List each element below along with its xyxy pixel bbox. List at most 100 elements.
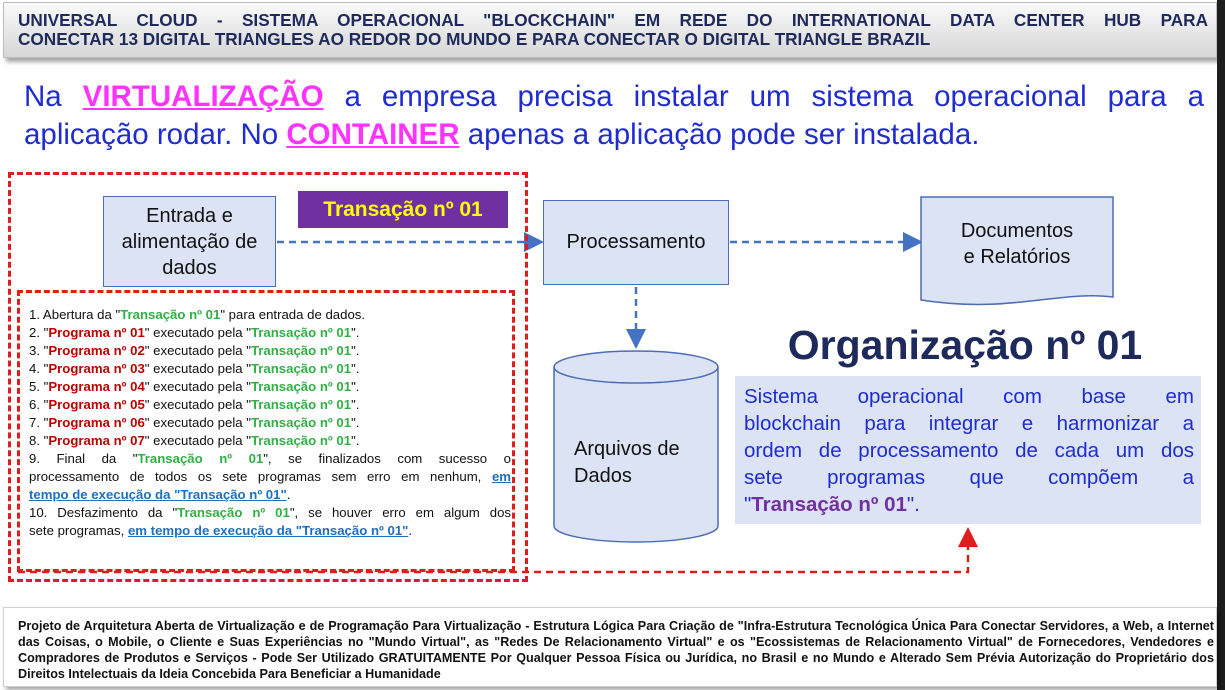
step-1: 1. Abertura da "Transação nº 01" para en… xyxy=(29,306,511,324)
step-text: " executado pela " xyxy=(144,361,251,376)
step-9-line-3: tempo de execução da "Transação nº 01". xyxy=(29,487,291,502)
steps-list: 1. Abertura da "Transação nº 01" para en… xyxy=(29,306,511,540)
transaction-ref: Transação nº 01 xyxy=(250,433,352,448)
intro-paragraph: Na VIRTUALIZAÇÃO a empresa precisa insta… xyxy=(24,78,1204,154)
documents-shape xyxy=(920,196,1114,306)
container-boundary xyxy=(8,172,528,582)
program-ref: Programa nº 04 xyxy=(48,379,145,394)
red-connector-line xyxy=(18,527,978,574)
step-number: 4. xyxy=(29,361,40,376)
transaction-ref: Transação nº 01 xyxy=(250,343,352,358)
program-ref: Programa nº 01 xyxy=(48,325,145,340)
footer-line: Direitos Intelectuais da Ideia Concebida… xyxy=(18,667,441,681)
database-cylinder-top xyxy=(553,350,719,384)
input-box-line: alimentação de xyxy=(121,230,258,253)
program-ref: Programa nº 03 xyxy=(48,361,145,376)
transaction-ref: Transação nº 01 xyxy=(177,505,290,520)
program-ref: Programa nº 06 xyxy=(48,415,145,430)
program-steps: 2. "Programa nº 01" executado pela "Tran… xyxy=(29,324,511,450)
right-edge-bar xyxy=(1217,0,1225,690)
footer-line: Projeto de Arquitetura Aberta de Virtual… xyxy=(18,619,1214,633)
org-text: " xyxy=(744,493,752,516)
org-line: "Transação nº 01". xyxy=(744,491,1194,518)
footer-line: Compradores de Produtos e Serviços - Pod… xyxy=(18,651,1214,665)
step-10-line-2: sete programas, em tempo de execução da … xyxy=(29,523,413,538)
quote: " xyxy=(40,379,49,394)
footer-line: das Coisas, o Mobile, o Cliente e Suas E… xyxy=(18,635,1214,649)
transaction-ref: Transação nº 01 xyxy=(137,451,264,466)
program-step: 7. "Programa nº 06" executado pela "Tran… xyxy=(29,414,511,432)
org-text: ". xyxy=(906,493,920,516)
org-line: ordem de processamento de cada um dos xyxy=(744,439,1194,462)
step-text: ", se finalizados com sucesso o xyxy=(263,451,511,466)
program-ref: Programa nº 07 xyxy=(48,433,145,448)
intro-text: Na xyxy=(24,80,83,113)
step-10-line-1: 10. Desfazimento da "Transação nº 01", s… xyxy=(29,504,511,522)
quote: " xyxy=(40,397,49,412)
quote: ". xyxy=(351,325,360,340)
organization-title: Organização nº 01 xyxy=(787,322,1143,368)
intro-text: aplicação rodar. No xyxy=(24,118,287,151)
step-text: 10. Desfazimento da " xyxy=(29,505,178,520)
step-number: 2. xyxy=(29,325,40,340)
title-text: UNIVERSAL CLOUD - SISTEMA OPERACIONAL "B… xyxy=(18,11,1208,49)
title-banner: UNIVERSAL CLOUD - SISTEMA OPERACIONAL "B… xyxy=(3,2,1217,58)
step-number: 6. xyxy=(29,397,40,412)
step-number: 5. xyxy=(29,379,40,394)
input-box-line: Entrada e xyxy=(146,204,233,227)
title-line-1: UNIVERSAL CLOUD - SISTEMA OPERACIONAL "B… xyxy=(18,10,1208,30)
program-step: 5. "Programa nº 04" executado pela "Tran… xyxy=(29,378,511,396)
quote: ". xyxy=(351,361,360,376)
documents-line: Documentos xyxy=(960,220,1074,242)
step-text: " executado pela " xyxy=(144,415,251,430)
step-text: ", se houver erro em algum dos xyxy=(289,505,511,520)
intro-text: apenas a aplicação pode ser instalada. xyxy=(459,118,980,151)
quote: " xyxy=(40,361,49,376)
transaction-label: Transação nº 01 xyxy=(298,191,508,228)
database-line: Dados xyxy=(574,465,632,487)
intro-text: a empresa precisa instalar um sistema op… xyxy=(323,80,1205,113)
quote: ". xyxy=(351,379,360,394)
transaction-ref: Transação nº 01 xyxy=(250,379,352,394)
input-box-line: dados xyxy=(162,256,217,279)
step-text: " executado pela " xyxy=(144,433,251,448)
footer-text: Projeto de Arquitetura Aberta de Virtual… xyxy=(18,618,1214,682)
step-9-line-2: processamento de todos os sete programas… xyxy=(29,468,511,486)
program-step: 6. "Programa nº 05" executado pela "Tran… xyxy=(29,396,511,414)
quote: " xyxy=(40,343,49,358)
runtime-link[interactable]: em xyxy=(491,469,511,484)
step-number: 7. xyxy=(29,415,40,430)
step-text: " executado pela " xyxy=(144,397,251,412)
title-line-2: CONECTAR 13 DIGITAL TRIANGLES AO REDOR D… xyxy=(18,29,931,49)
quote: " xyxy=(40,325,49,340)
documents-line: e Relatórios xyxy=(963,246,1071,268)
program-step: 3. "Programa nº 02" executado pela "Tran… xyxy=(29,342,511,360)
step-text: " executado pela " xyxy=(144,379,251,394)
container-highlight: CONTAINER xyxy=(286,118,460,151)
organization-description-box xyxy=(735,376,1201,524)
database-line: Arquivos de xyxy=(574,438,680,460)
step-9-line-1: 9. Final da "Transação nº 01", se finali… xyxy=(29,450,511,468)
runtime-link[interactable]: tempo de execução da "Transação nº 01" xyxy=(29,487,287,502)
org-line: sete programas que compõem a xyxy=(744,466,1194,489)
quote: ". xyxy=(351,397,360,412)
database-cylinder xyxy=(553,367,719,543)
quote: " xyxy=(40,415,49,430)
program-step: 2. "Programa nº 01" executado pela "Tran… xyxy=(29,324,511,342)
step-text: processamento de todos os sete programas… xyxy=(29,469,492,484)
transaction-ref: Transação nº 01 xyxy=(250,397,352,412)
quote: " xyxy=(40,433,49,448)
program-step: 4. "Programa nº 03" executado pela "Tran… xyxy=(29,360,511,378)
quote: ". xyxy=(351,343,360,358)
step-number: 3. xyxy=(29,343,40,358)
program-ref: Programa nº 02 xyxy=(48,343,145,358)
step-text: " executado pela " xyxy=(144,343,251,358)
step-text: " para entrada de dados. xyxy=(220,307,366,322)
processing-box: Processamento xyxy=(543,200,729,285)
runtime-link[interactable]: em tempo de execução da "Transação nº 01… xyxy=(127,523,409,538)
program-step: 8. "Programa nº 07" executado pela "Tran… xyxy=(29,432,511,450)
database-label: Arquivos de Dados xyxy=(560,436,726,490)
transaction-ref: Transação nº 01 xyxy=(250,325,352,340)
organization-description: Sistema operacional com base em blockcha… xyxy=(744,383,1194,518)
transaction-ref: Transação nº 01 xyxy=(751,493,907,516)
